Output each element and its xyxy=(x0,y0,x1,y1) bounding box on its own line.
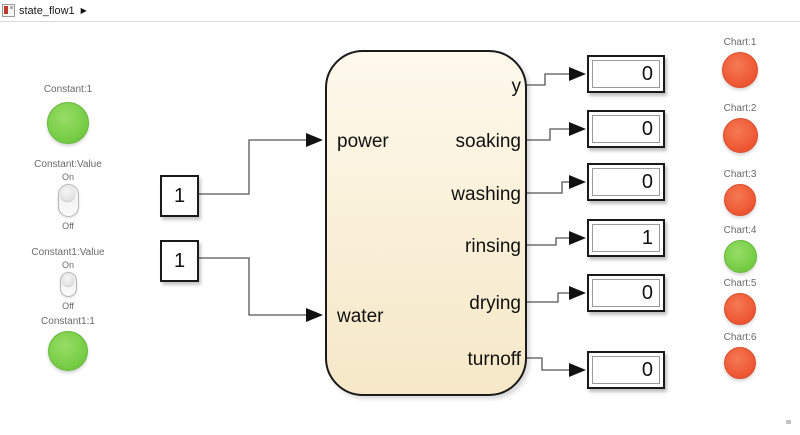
chart-lamp-label: Chart:5 xyxy=(723,278,757,289)
wire-drying-to-display xyxy=(523,292,569,303)
chart-lamp-indicator[interactable] xyxy=(724,347,756,379)
stateflow-chart-block[interactable]: power water y soaking washing rinsing dr… xyxy=(325,50,527,396)
display-value: 0 xyxy=(641,170,653,193)
chart-lamp-indicator[interactable] xyxy=(722,52,758,88)
display-block-rinsing[interactable]: 1 xyxy=(587,219,665,257)
chart-lamp-3[interactable]: Chart:3 xyxy=(700,169,780,216)
input-port-power: power xyxy=(337,131,389,152)
chart-lamp-2[interactable]: Chart:2 xyxy=(700,103,780,153)
display-value: 0 xyxy=(641,62,653,85)
output-port-turnoff: turnoff xyxy=(467,349,521,370)
lamp-constant-indicator[interactable] xyxy=(47,102,89,144)
display-block-soaking[interactable]: 0 xyxy=(587,110,665,148)
lamp-constant-label: Constant:1 xyxy=(43,84,93,95)
output-port-y: y xyxy=(511,76,522,97)
toggle-knob xyxy=(61,274,74,286)
toggle-constant-switch[interactable] xyxy=(57,184,79,217)
display-value: 1 xyxy=(641,226,653,249)
constant-value: 1 xyxy=(173,249,186,272)
chart-lamp-indicator[interactable] xyxy=(724,184,756,216)
chart-lamp-label: Chart:4 xyxy=(723,225,757,236)
breadcrumb-model-name[interactable]: state_flow1 xyxy=(19,4,75,17)
toggle-constant1-on-label: On xyxy=(61,260,74,270)
wire-washing-to-display xyxy=(523,181,569,194)
lamp-constant1-label: Constant1:1 xyxy=(41,316,95,327)
toggle-constant-widget[interactable]: Constant:Value On Off xyxy=(20,159,116,231)
chart-lamp-5[interactable]: Chart:5 xyxy=(700,278,780,325)
chart-lamp-indicator[interactable] xyxy=(724,293,756,325)
chart-lamp-label: Chart:1 xyxy=(723,37,757,48)
constant-value: 1 xyxy=(173,184,186,207)
display-block-turnoff[interactable]: 0 xyxy=(587,351,665,389)
breadcrumb-arrow-icon[interactable]: ▶ xyxy=(80,6,87,15)
toggle-constant-off-label: Off xyxy=(62,221,74,231)
chart-lamp-label: Chart:2 xyxy=(723,103,757,114)
toggle-knob xyxy=(59,186,75,201)
output-port-soaking: soaking xyxy=(455,131,522,152)
display-value: 0 xyxy=(641,117,653,140)
toggle-constant1-off-label: Off xyxy=(62,301,74,311)
chart-lamp-1[interactable]: Chart:1 xyxy=(700,37,780,88)
display-block-drying[interactable]: 0 xyxy=(587,274,665,312)
chart-lamp-label: Chart:3 xyxy=(723,169,757,180)
breadcrumb: state_flow1 ▶ xyxy=(0,0,800,22)
display-block-washing[interactable]: 0 xyxy=(587,163,665,201)
ui-artifact-mark xyxy=(786,420,791,424)
constant-block-2[interactable]: 1 xyxy=(160,240,199,282)
toggle-constant-label: Constant:Value xyxy=(34,159,102,170)
toggle-constant-on-label: On xyxy=(61,172,74,182)
toggle-constant1-widget[interactable]: Constant1:Value On Off xyxy=(20,247,116,311)
chart-lamp-label: Chart:6 xyxy=(723,332,757,343)
chart-lamp-indicator[interactable] xyxy=(723,240,757,273)
output-port-washing: washing xyxy=(451,184,521,205)
display-block-y[interactable]: 0 xyxy=(587,55,665,93)
output-port-rinsing: rinsing xyxy=(465,236,521,257)
wire-turnoff-to-display xyxy=(523,357,569,371)
lamp-constant-widget[interactable]: Constant:1 xyxy=(20,84,116,144)
toggle-constant1-switch[interactable] xyxy=(59,272,77,297)
wire-y-to-display xyxy=(523,73,569,86)
lamp-constant1-widget[interactable]: Constant1:1 xyxy=(20,316,116,371)
display-value: 0 xyxy=(641,281,653,304)
input-port-water: water xyxy=(337,306,384,327)
chart-lamp-indicator[interactable] xyxy=(722,118,758,153)
toggle-constant1-label: Constant1:Value xyxy=(31,247,105,258)
display-value: 0 xyxy=(641,358,653,381)
chart-lamp-4[interactable]: Chart:4 xyxy=(700,225,780,273)
wire-constant-to-power xyxy=(195,139,306,195)
wire-constant1-to-water xyxy=(195,257,306,316)
constant-block-1[interactable]: 1 xyxy=(160,175,199,217)
chart-lamp-6[interactable]: Chart:6 xyxy=(700,332,780,379)
wire-soaking-to-display xyxy=(523,128,569,141)
model-file-icon xyxy=(2,4,15,17)
output-port-drying: drying xyxy=(469,293,521,314)
wire-rinsing-to-display xyxy=(523,237,569,246)
lamp-constant1-indicator[interactable] xyxy=(48,331,88,371)
